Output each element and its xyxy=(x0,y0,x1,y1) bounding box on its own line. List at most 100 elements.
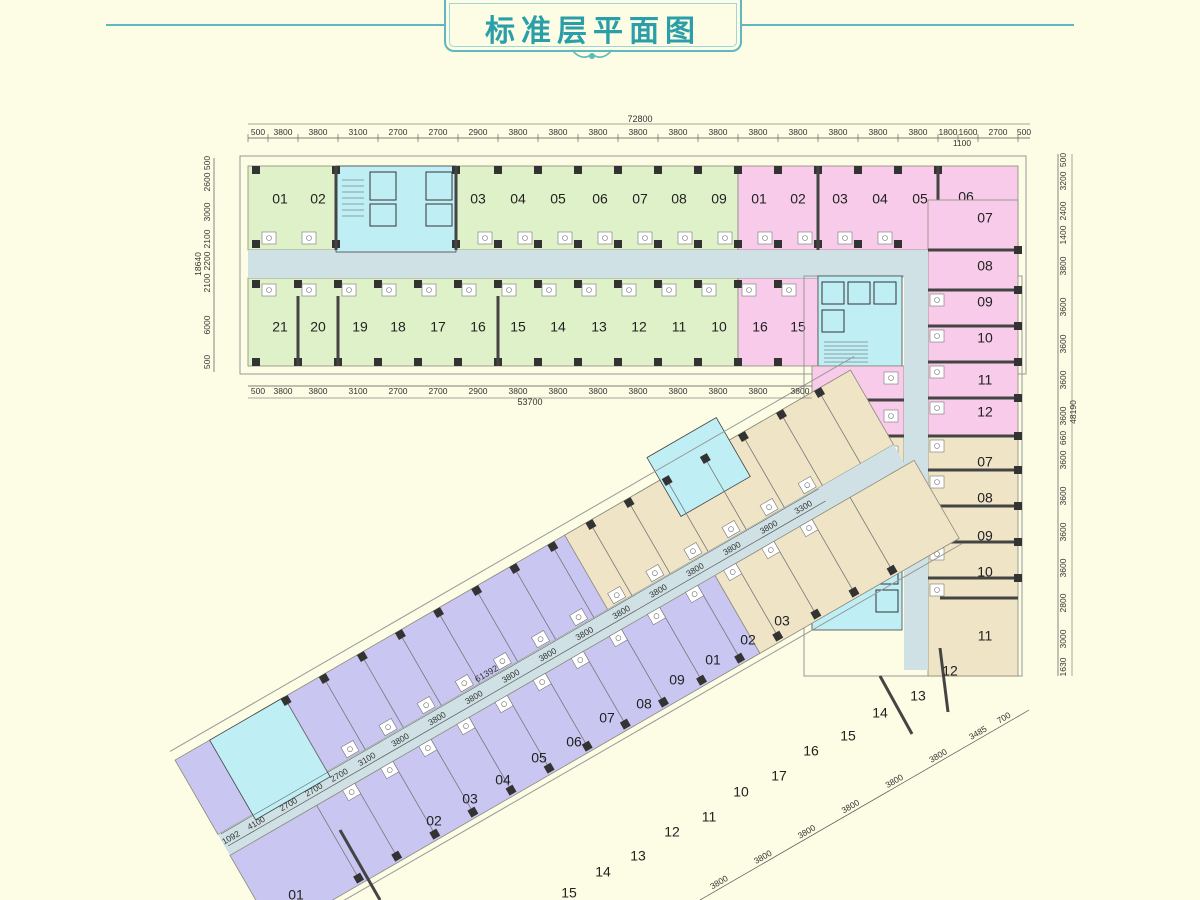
fixture-icon xyxy=(266,235,272,241)
dim-top-total: 72800 xyxy=(627,114,652,124)
dim-top-segment: 500 xyxy=(1017,127,1031,137)
fixture-icon xyxy=(786,287,792,293)
column xyxy=(374,358,382,366)
bathroom-fixture xyxy=(416,696,436,715)
unit-label-green: 20 xyxy=(310,319,326,335)
partition-line xyxy=(474,586,518,662)
dim-right-segment: 3600 xyxy=(1058,486,1068,505)
fixture-icon xyxy=(537,636,544,642)
bathroom-box xyxy=(799,518,819,538)
dim-top-segment: 3100 xyxy=(349,127,368,137)
fixture-icon xyxy=(586,287,592,293)
bathroom-fixture xyxy=(341,283,357,297)
tan-zone-lower xyxy=(714,459,960,654)
column xyxy=(657,696,669,708)
unit-label-pink: 16 xyxy=(752,319,768,335)
fixture-icon xyxy=(728,526,734,532)
dim-right-segment: 1400 xyxy=(1058,225,1068,244)
elevator-icon xyxy=(425,171,453,201)
bathroom-box xyxy=(501,283,517,297)
column xyxy=(494,280,502,288)
bathroom-fixture xyxy=(381,283,397,297)
bathroom-fixture xyxy=(569,608,589,627)
bathroom-fixture xyxy=(501,283,517,297)
bathroom-fixture xyxy=(608,628,628,648)
dim-top-segment: 3800 xyxy=(909,127,928,137)
column xyxy=(694,240,702,248)
partition-line xyxy=(697,585,743,662)
column xyxy=(574,166,582,174)
stair-core-diag-upper xyxy=(646,417,751,518)
partition-line xyxy=(735,563,781,640)
dim-right-segment: 660 xyxy=(1058,431,1068,445)
column xyxy=(614,280,622,288)
header-rule-right xyxy=(738,24,1074,26)
dim-bottom-segment: 3100 xyxy=(349,386,368,396)
partition-line xyxy=(550,542,595,618)
bathroom-fixture xyxy=(541,283,557,297)
unit-label-green: 03 xyxy=(470,191,486,207)
bathroom-fixture xyxy=(532,672,552,692)
dim-top-segment: 3800 xyxy=(274,127,293,137)
bathroom-fixture xyxy=(781,283,797,297)
fixture-icon xyxy=(615,635,622,641)
partition-line xyxy=(436,608,480,684)
fixture-icon xyxy=(347,746,353,752)
column xyxy=(1014,358,1022,366)
bathroom-fixture xyxy=(456,716,476,736)
bathroom-box xyxy=(837,231,853,245)
unit-label-purple: 11 xyxy=(702,809,717,825)
bathroom-box xyxy=(757,231,773,245)
column xyxy=(774,280,782,288)
dim-diag-lower-segment: 700 xyxy=(995,710,1013,726)
column xyxy=(294,280,302,288)
dim-right-segment: 3200 xyxy=(1058,171,1068,190)
bathroom-box xyxy=(454,674,474,693)
partition-line xyxy=(588,520,633,596)
column xyxy=(534,280,542,288)
unit-label-green: 11 xyxy=(672,319,687,335)
bathroom-box xyxy=(685,584,705,604)
dim-top-segment: 3800 xyxy=(829,127,848,137)
fixture-icon xyxy=(522,235,528,241)
partition-line xyxy=(779,410,823,486)
bathroom-fixture xyxy=(683,542,703,561)
dim-bottom-segment: 2900 xyxy=(469,386,488,396)
fixture-icon xyxy=(842,235,848,241)
fixture-icon xyxy=(386,767,393,773)
bathroom-box xyxy=(761,540,781,560)
dim-left-segment: 2600 xyxy=(202,172,212,191)
fixture-icon xyxy=(539,679,545,685)
bathroom-box xyxy=(570,650,590,670)
bathroom-fixture xyxy=(721,520,741,539)
bathroom-fixture xyxy=(677,231,693,245)
bathroom-fixture xyxy=(517,231,533,245)
bathroom-fixture xyxy=(380,760,400,780)
unit-label-pink: 12 xyxy=(977,404,993,420)
column xyxy=(694,358,702,366)
fixture-icon xyxy=(934,333,940,339)
fixture-icon xyxy=(934,443,940,449)
bathroom-box xyxy=(883,409,899,423)
fixture-icon xyxy=(626,287,632,293)
dim-top-segment: 500 xyxy=(251,127,265,137)
unit-label-tan: 15 xyxy=(840,728,856,744)
dim-diag-lower-segment: 3485 xyxy=(967,723,989,741)
green-zone-north xyxy=(247,165,739,251)
fixture-icon xyxy=(768,547,774,553)
dim-left-segment: 500 xyxy=(202,355,212,369)
bathroom-fixture xyxy=(342,782,362,802)
unit-label-green: 04 xyxy=(510,191,526,207)
dim-bottom-segment: 3800 xyxy=(629,386,648,396)
unit-label-tan: 14 xyxy=(872,705,888,721)
column xyxy=(694,166,702,174)
bathroom-fixture xyxy=(454,674,474,693)
dim-left-segment: 3000 xyxy=(202,202,212,221)
column xyxy=(619,718,631,730)
bathroom-fixture xyxy=(531,630,550,649)
elevator-icon xyxy=(875,589,899,613)
dim-bottom-segment: 3800 xyxy=(274,386,293,396)
dim-line xyxy=(699,709,1030,900)
column xyxy=(772,630,784,642)
dim-left-total: 18640 xyxy=(193,252,203,276)
